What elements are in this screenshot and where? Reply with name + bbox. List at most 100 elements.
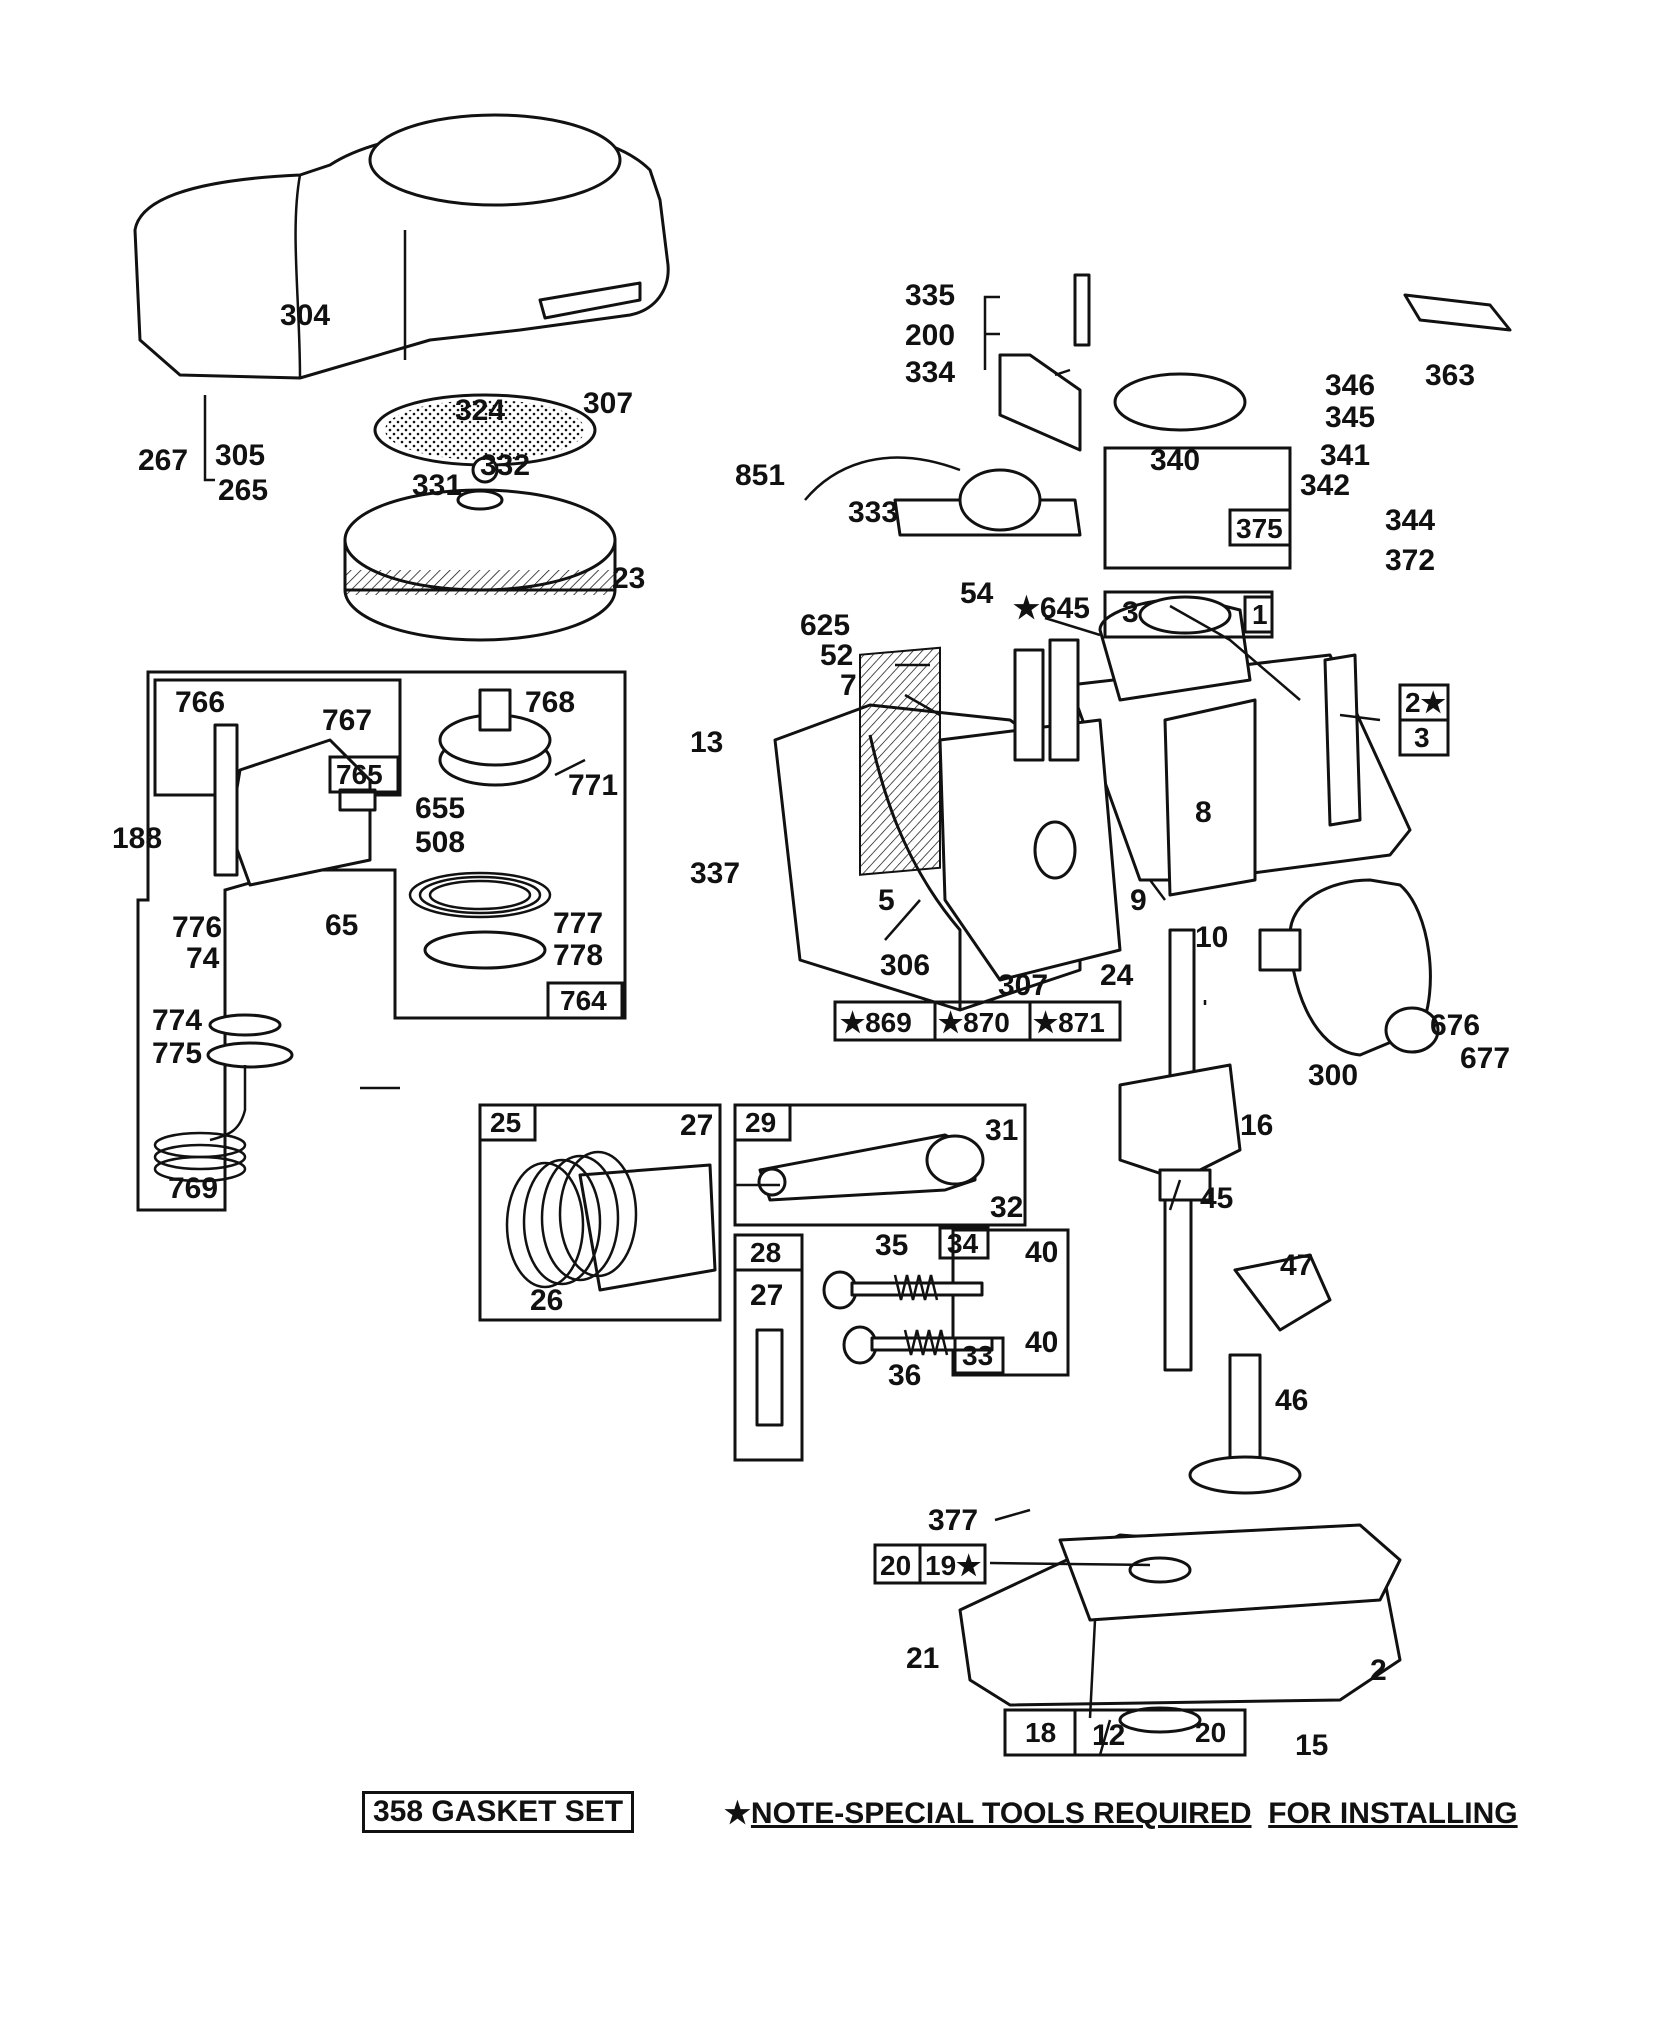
label-767: 767 [322, 704, 372, 737]
box-label-33: 33 [962, 1340, 993, 1371]
note-star: ★ [724, 1797, 751, 1830]
label-508: 508 [415, 826, 465, 859]
label-27a: 27 [680, 1109, 713, 1142]
label-766: 766 [175, 686, 225, 719]
box-label-765: 765 [336, 759, 383, 790]
bracket-363-shape [1403, 293, 1512, 332]
label-645: ★645 [1013, 592, 1090, 625]
label-655: 655 [415, 792, 465, 825]
label-768: 768 [525, 686, 575, 719]
label-23: 23 [612, 562, 645, 595]
label-40b: 40 [1025, 1326, 1058, 1359]
crankshaft-shape [1118, 928, 1332, 1372]
label-265: 265 [218, 474, 268, 507]
label-16: 16 [1240, 1109, 1273, 1142]
rotating-screen-shape [373, 393, 597, 467]
box-label-764: 764 [560, 985, 607, 1016]
bracket-200-shape [998, 273, 1091, 452]
label-188: 188 [112, 822, 162, 855]
label-342: 342 [1300, 469, 1350, 502]
label-9: 9 [1130, 884, 1147, 917]
leader-lines [203, 295, 1381, 1756]
box-label-20a: 20 [880, 1550, 911, 1581]
label-74: 74 [186, 942, 220, 975]
label-15: 15 [1295, 1729, 1328, 1762]
label-324: 324 [455, 394, 505, 427]
box-label-25: 25 [490, 1107, 521, 1138]
label-337: 337 [690, 857, 740, 890]
note-text: NOTE-SPECIAL TOOLS REQUIRED [750, 1797, 1252, 1830]
gasket-set-label: 358 GASKET SET [362, 1791, 635, 1833]
box-label-34: 34 [947, 1228, 979, 1259]
muffler-shape [1258, 878, 1440, 1057]
label-372: 372 [1385, 544, 1435, 577]
label-307b: 307 [998, 969, 1048, 1002]
label-331: 331 [412, 469, 462, 502]
pin-28-shape [755, 1328, 784, 1427]
armature-shape [804, 456, 1082, 537]
spacer-345-shape [1113, 372, 1247, 432]
label-36: 36 [888, 1359, 921, 1392]
box-label-375: 375 [1236, 513, 1283, 544]
label-332: 332 [480, 449, 530, 482]
box-valves-frame [951, 1228, 1070, 1377]
label-40a: 40 [1025, 1236, 1058, 1269]
label-8: 8 [1195, 796, 1212, 829]
label-54: 54 [960, 577, 994, 610]
box-label-869: ★869 [840, 1007, 912, 1038]
box-label-29: 29 [745, 1107, 776, 1138]
blower-housing-shape [133, 113, 670, 380]
flywheel-shape [343, 456, 617, 642]
label-346: 346 [1325, 369, 1375, 402]
box-375-frame [1103, 446, 1292, 570]
box-label-3: 3 [1414, 722, 1430, 753]
label-24: 24 [1100, 959, 1134, 992]
box-label-28: 28 [750, 1237, 781, 1268]
label-32: 32 [990, 1191, 1023, 1224]
starter-housing-shape [213, 723, 377, 887]
boxed-labels: 375 1 2★ 3 ★869 ★870 ★871 765 764 25 29 … [328, 508, 1450, 1755]
box-label-18: 18 [1025, 1717, 1056, 1748]
label-7: 7 [840, 669, 857, 702]
connecting-rod-shape [757, 1133, 985, 1202]
label-13: 13 [690, 726, 723, 759]
engine-sump-shape [958, 1523, 1402, 1734]
label-851: 851 [735, 459, 785, 492]
box-25-frame [478, 1103, 722, 1322]
label-5: 5 [878, 884, 895, 917]
label-31: 31 [985, 1114, 1018, 1147]
label-363: 363 [1425, 359, 1475, 392]
label-774: 774 [152, 1004, 202, 1037]
label-52: 52 [820, 639, 853, 672]
label-3a: 3 [1122, 596, 1139, 629]
part-labels: 304 307 324 332 331 23 267 305 265 335 2… [112, 279, 1510, 1762]
piston-shape [505, 1150, 717, 1292]
label-2: 2 [1370, 1654, 1387, 1687]
label-625: 625 [800, 609, 850, 642]
label-333: 333 [848, 496, 898, 529]
label-377: 377 [928, 1504, 978, 1537]
valves-shape [822, 1270, 994, 1365]
box-label-1: 1 [1252, 599, 1268, 630]
label-305: 305 [215, 439, 265, 472]
label-46: 46 [1275, 1384, 1308, 1417]
label-771: 771 [568, 769, 618, 802]
label-267: 267 [138, 444, 188, 477]
label-335: 335 [905, 279, 955, 312]
label-47: 47 [1280, 1249, 1313, 1282]
label-334: 334 [905, 356, 955, 389]
label-776: 776 [172, 911, 222, 944]
box-label-2: 2★ [1405, 687, 1446, 718]
label-45: 45 [1200, 1182, 1233, 1215]
label-12: 12 [1092, 1719, 1125, 1752]
box-869-871-frame [833, 1000, 1122, 1042]
label-777: 777 [553, 907, 603, 940]
camshaft-shape [1188, 1353, 1302, 1495]
label-769: 769 [168, 1172, 218, 1205]
label-26: 26 [530, 1284, 563, 1317]
label-344: 344 [1385, 504, 1435, 537]
label-341: 341 [1320, 439, 1370, 472]
note-tail: FOR INSTALLING [1268, 1797, 1518, 1830]
box-18-frame [1003, 1708, 1247, 1757]
